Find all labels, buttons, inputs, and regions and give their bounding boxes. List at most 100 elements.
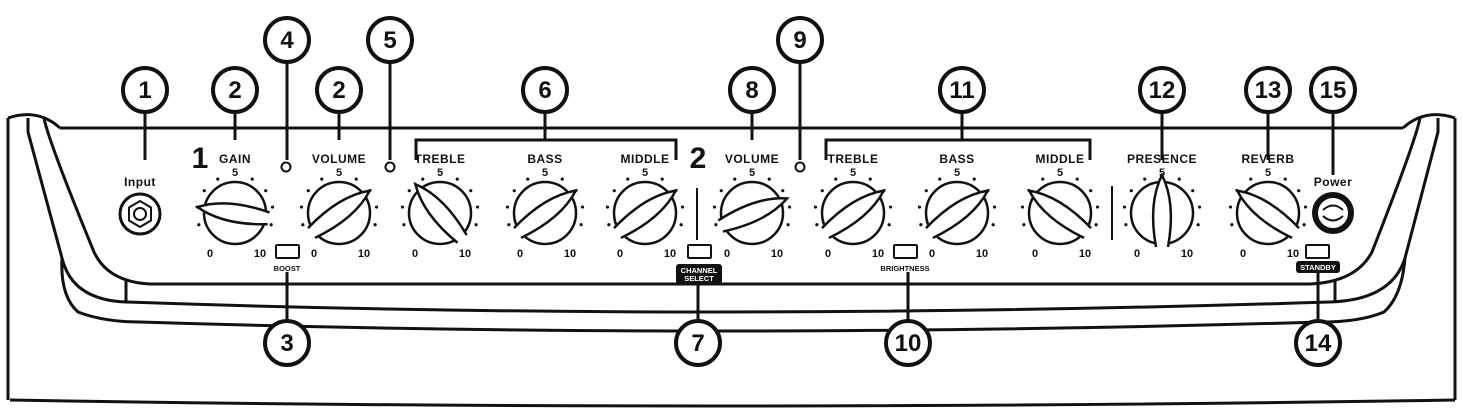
scale-dot: [1297, 189, 1301, 193]
channel-1-led: [280, 161, 292, 173]
callout-circle: [1294, 319, 1342, 367]
scale-low-label: 0: [311, 248, 317, 260]
power-switch[interactable]: Power: [1312, 175, 1354, 234]
callout-circle: [121, 66, 169, 114]
scale-high-label: 10: [771, 248, 783, 260]
callout-3: 3: [263, 272, 311, 367]
callout-number: 1: [138, 77, 151, 104]
callout-circle: [263, 16, 311, 64]
channel-2-led: [794, 161, 806, 173]
callout-circle: [1309, 66, 1357, 114]
jack-hex-nut: [128, 199, 152, 229]
scale-mid-label: 5: [1265, 167, 1271, 179]
knob-pointer: [1026, 189, 1092, 239]
scale-dot: [991, 223, 995, 227]
scale-dot: [815, 223, 819, 227]
scale-high-label: 10: [872, 248, 884, 260]
scale-mid-label: 5: [437, 167, 443, 179]
callout-circle: [315, 66, 363, 114]
scale-dot: [1041, 177, 1045, 181]
scale-dot: [813, 205, 818, 209]
scale-dot: [505, 205, 510, 209]
standby-switch[interactable]: STANDBY: [1296, 244, 1340, 273]
callout-number: 4: [280, 27, 294, 54]
scale-dot: [1197, 205, 1202, 209]
channel-1-volume-led: [384, 161, 396, 173]
scale-dot: [202, 189, 206, 193]
callout-6: 6: [521, 66, 569, 114]
scale-dot: [579, 223, 583, 227]
scale-high-label: 10: [1287, 248, 1299, 260]
callout-number: 2: [228, 77, 241, 104]
brightness-switch[interactable]: Brightness: [880, 244, 930, 273]
scale-dot: [560, 177, 564, 181]
scale-dot: [660, 177, 664, 181]
scale-low-label: 0: [1134, 248, 1140, 260]
scale-dot: [250, 177, 254, 181]
scale-dot: [605, 205, 610, 209]
scale-dot: [421, 177, 425, 181]
callout-13: 13: [1244, 66, 1292, 160]
scale-dot: [781, 189, 785, 193]
scale-dot: [320, 177, 324, 181]
scale-dot: [1124, 223, 1128, 227]
scale-dot: [373, 223, 377, 227]
scale-dot: [299, 205, 304, 209]
scale-dot: [264, 189, 268, 193]
scale-dot: [834, 177, 838, 181]
knob-pointer: [925, 189, 991, 239]
input-jack[interactable]: Input: [118, 175, 162, 236]
scale-dot: [679, 223, 683, 227]
knob-11[interactable]: Reverb5010: [1228, 152, 1308, 260]
knob-pointer: [513, 189, 579, 239]
callout-number: 6: [538, 77, 551, 104]
callout-circle: [366, 16, 414, 64]
scale-dot: [1020, 205, 1025, 209]
scale-dot: [469, 189, 473, 193]
scale-mid-label: 5: [749, 167, 755, 179]
callout-number: 14: [1305, 330, 1332, 357]
scale-low-label: 0: [825, 248, 831, 260]
scale-dot: [1249, 177, 1253, 181]
knob-pointer: [613, 189, 679, 239]
channel-select-switch[interactable]: CHANNEL SELECT: [676, 244, 722, 284]
scale-dot: [626, 177, 630, 181]
scale-dot: [1196, 223, 1200, 227]
scale-high-label: 10: [459, 248, 471, 260]
knob-pointer: [1234, 189, 1300, 239]
boost-switch[interactable]: Boost: [274, 244, 301, 273]
knob-10[interactable]: Presence5010: [1122, 152, 1202, 260]
knob-label: Middle: [1036, 152, 1085, 166]
scale-dot: [269, 223, 273, 227]
jack-socket: [133, 207, 147, 221]
scale-dot: [216, 177, 220, 181]
knob-label: Middle: [621, 152, 670, 166]
callout-5: 5: [366, 16, 414, 160]
scale-dot: [1230, 223, 1234, 227]
scale-dot: [786, 223, 790, 227]
scale-dot: [612, 189, 616, 193]
channel-select-switch-button: [687, 244, 712, 259]
scale-dot: [712, 205, 717, 209]
scale-dot: [301, 223, 305, 227]
scale-mid-label: 5: [642, 167, 648, 179]
scale-dot: [1303, 205, 1308, 209]
scale-dot: [733, 177, 737, 181]
callout-7: 7: [674, 285, 722, 367]
callout-number: 12: [1149, 77, 1176, 104]
callout-number: 5: [383, 27, 396, 54]
channel-select-label-line1: CHANNEL: [681, 266, 718, 275]
scale-high-label: 10: [664, 248, 676, 260]
callout-number: 3: [280, 330, 293, 357]
